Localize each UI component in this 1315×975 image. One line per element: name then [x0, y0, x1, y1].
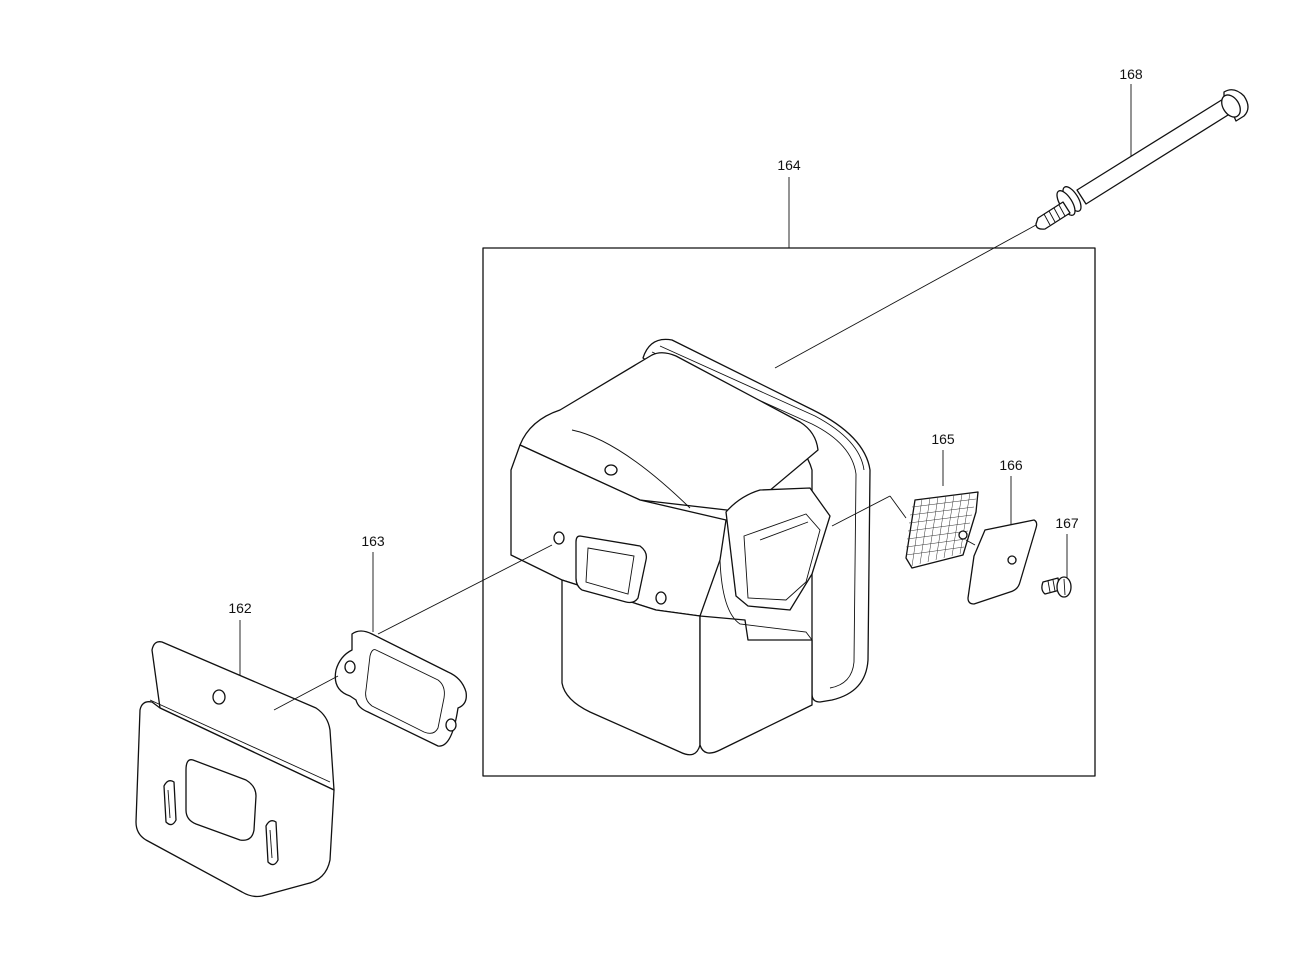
- callout-165: 165: [931, 431, 955, 447]
- callout-166: 166: [999, 457, 1023, 473]
- part-164-muffler: [510, 338, 871, 756]
- part-165-screen: [831, 450, 979, 569]
- part-168-bolt: [774, 84, 1249, 369]
- part-167-screw: [1041, 534, 1072, 598]
- callout-167: 167: [1055, 515, 1079, 531]
- callout-168: 168: [1119, 66, 1143, 82]
- callout-162: 162: [228, 600, 252, 616]
- part-166-plate: [965, 476, 1038, 605]
- part-162-shield: [135, 620, 339, 898]
- callout-163: 163: [361, 533, 385, 549]
- part-163-gasket: [334, 544, 553, 747]
- callout-164: 164: [777, 157, 801, 173]
